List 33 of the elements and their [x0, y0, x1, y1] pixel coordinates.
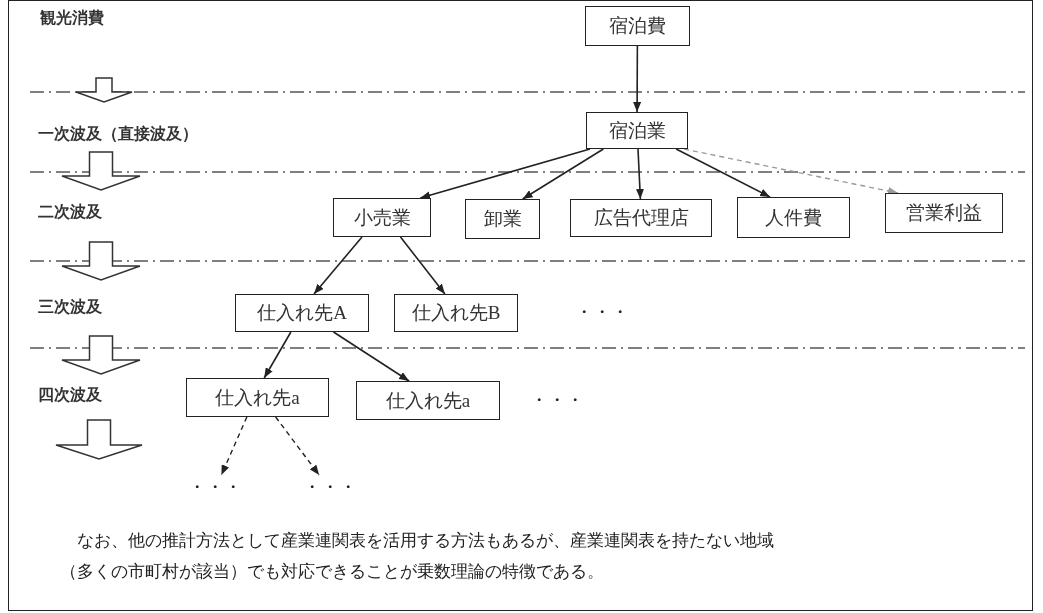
arrow: [332, 331, 410, 382]
process-box: 人件費: [737, 197, 850, 238]
process-box: 仕入れ先A: [235, 294, 369, 332]
arrow: [521, 148, 605, 200]
stage-label: 三次波及: [38, 297, 102, 318]
ellipsis-text: ・・・: [295, 475, 365, 499]
process-box: 仕入れ先a: [356, 381, 500, 420]
stage-label: 観光消費: [40, 8, 104, 29]
stage-label: 一次波及（直接波及）: [38, 124, 198, 145]
stage-label: 四次波及: [38, 385, 102, 406]
process-box: 仕入れ先a: [186, 378, 329, 417]
process-box: 小売業: [333, 198, 431, 237]
arrow: [419, 148, 591, 200]
arrow: [633, 45, 642, 113]
arrow: [399, 236, 446, 295]
arrow: [220, 416, 248, 476]
process-box: 仕入れ先B: [394, 294, 518, 332]
ellipsis-text: ・・・: [530, 389, 584, 412]
arrow: [263, 331, 292, 379]
process-box: 営業利益: [885, 193, 1003, 233]
arrow: [683, 148, 899, 195]
process-box: 宿泊費: [585, 6, 690, 46]
ellipsis-text: ・・・: [575, 301, 629, 324]
stage-label: 二次波及: [38, 202, 102, 223]
process-box: 広告代理店: [570, 199, 712, 237]
note-paragraph: なお、他の推計方法として産業連関表を活用する方法もあるが、産業連関表を持たない地域（多くの市町村が該当）でも対応できることが乗数理論の特徴である。: [60, 530, 775, 583]
process-box: 卸業: [465, 199, 540, 239]
arrow: [274, 416, 320, 476]
arrow: [313, 236, 363, 295]
process-box: 宿泊業: [586, 112, 688, 149]
arrow: [675, 148, 771, 198]
arrow: [635, 148, 644, 200]
ellipsis-text: ・・・: [180, 475, 250, 499]
